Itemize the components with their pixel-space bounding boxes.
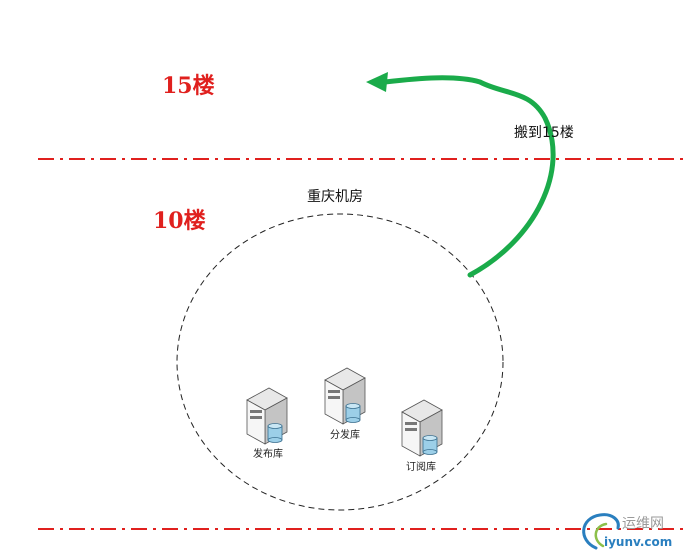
watermark-url: iyunv.com (604, 535, 673, 549)
move-label: 搬到15楼 (514, 125, 574, 141)
floor-label-upper: 15楼 (162, 73, 215, 99)
room-label: 重庆机房 (307, 189, 363, 205)
database-icon (345, 403, 361, 423)
database-icon (267, 423, 283, 443)
watermark-brand: 运维网 (622, 516, 664, 532)
server-label-subscriber: 订阅库 (406, 462, 436, 473)
server-label-publisher: 发布库 (253, 449, 283, 460)
database-icon (422, 435, 438, 455)
server-label-distributor: 分发库 (330, 430, 360, 441)
floor-label-lower: 10楼 (153, 208, 206, 234)
server-icon (401, 399, 443, 457)
server-icon (324, 367, 366, 425)
server-icon (246, 387, 288, 445)
room-boundary (176, 213, 504, 511)
arrow-icon (366, 72, 556, 278)
watermark-logo-icon (582, 513, 620, 550)
